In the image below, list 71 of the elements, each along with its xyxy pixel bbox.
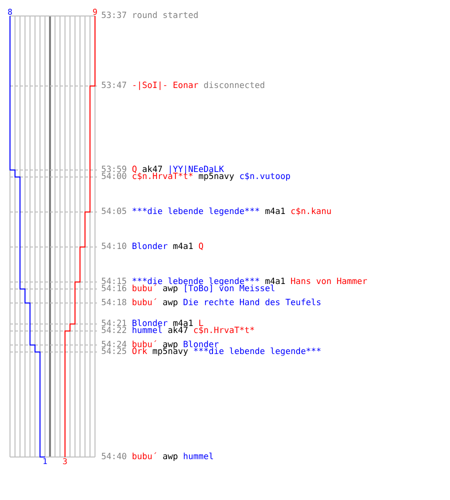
log-entry: 54:15 ***die lebende legende*** m4a1 Hans von Hammer	[102, 277, 367, 286]
label: Ork	[132, 348, 148, 354]
label: hummel	[132, 326, 162, 334]
log-entry: 53:37 round started	[102, 12, 198, 18]
label: 54:16	[102, 284, 126, 292]
log-entry: 54:00 c$n.HrvaT*t* mp5navy c$n.vutoop	[102, 172, 290, 181]
label: Blonder	[132, 319, 168, 326]
label: hummel	[184, 452, 213, 460]
log-entry: 54:05 ***die lebende legende*** m4a1 c$n.kanu	[102, 207, 331, 216]
team-count: 9	[93, 8, 97, 15]
label: 54:18	[102, 298, 126, 306]
label: Hans von Hammer	[291, 278, 367, 284]
label: |YY|NEeDaLK	[170, 165, 224, 174]
label: Blonder	[184, 340, 219, 348]
label: 54:15	[102, 278, 126, 284]
label: Blonder	[132, 242, 168, 250]
label: ***	[245, 208, 260, 212]
label: die lebende legende	[148, 277, 244, 286]
log-entry: 54:40 bubu´ awp hummel	[102, 452, 213, 461]
label: ***	[245, 278, 260, 282]
label: 54:10	[102, 242, 126, 250]
label: awp	[163, 454, 178, 461]
label: mp5navy	[198, 172, 234, 181]
label: m4a1	[173, 320, 193, 326]
label: 53:59	[102, 166, 126, 172]
label: c$n.HrvaT*t*	[194, 326, 254, 334]
label: awp	[163, 300, 178, 307]
label: 54:22	[102, 326, 126, 334]
label: m4a1	[265, 278, 285, 284]
log-entry: 54:25 Ork mp5navy ***die lebende legende***	[102, 347, 321, 356]
log-entry: 54:18 bubu´ awp Die rechte Hand des Teufels	[102, 298, 320, 307]
team-count: 1	[44, 458, 47, 464]
label: bubu´	[132, 452, 156, 460]
label: c$n.HrvaT*t*	[132, 172, 193, 180]
label: 54:24	[102, 340, 126, 348]
label: 54:25	[102, 348, 126, 354]
label: ak47	[168, 326, 188, 334]
log-entry: 53:59 Q ak47 |YY|NEeDaLK	[102, 165, 224, 174]
label: ***	[306, 348, 321, 352]
label: bubu´	[132, 298, 156, 306]
label: c$n.kanu	[291, 208, 331, 216]
label: c$n.vutoop	[240, 172, 290, 181]
label: m4a1	[173, 242, 193, 250]
label: die lebende legende	[148, 207, 244, 216]
log-entry: 53:47 -|SoI|- Eonar disconnected	[102, 81, 264, 90]
label: die lebende legende	[209, 347, 306, 356]
team-count: 3	[63, 458, 67, 464]
label: L	[199, 320, 204, 326]
team-count: 8	[8, 8, 12, 15]
label: 54:05	[102, 208, 126, 214]
label: awp	[163, 342, 178, 349]
label: Q	[132, 166, 137, 174]
label: bubu´	[132, 340, 156, 348]
label: bubu´	[132, 284, 156, 292]
log-entry: 54:21 Blonder m4a1 L	[102, 319, 204, 326]
label: Die rechte Hand des Teufels	[184, 298, 320, 306]
label: [ToBo] von Meissel	[185, 284, 274, 292]
log-entry: 54:10 Blonder m4a1 Q	[102, 242, 204, 250]
label: awp	[163, 286, 178, 293]
label: ***	[194, 348, 208, 352]
log-entry: 54:24 bubu´ awp Blonder	[102, 340, 219, 349]
label: ***	[132, 208, 147, 212]
label: 54:21	[102, 320, 126, 326]
label: mp5navy	[152, 348, 188, 356]
log-entry: 54:22 hummel ak47 c$n.HrvaT*t*	[102, 326, 254, 334]
label: m4a1	[265, 208, 285, 214]
label: ***	[132, 278, 147, 282]
label: Q	[198, 242, 204, 250]
label: 54:40	[102, 452, 126, 460]
label: 54:00	[102, 172, 126, 180]
label: ak47	[142, 166, 162, 172]
